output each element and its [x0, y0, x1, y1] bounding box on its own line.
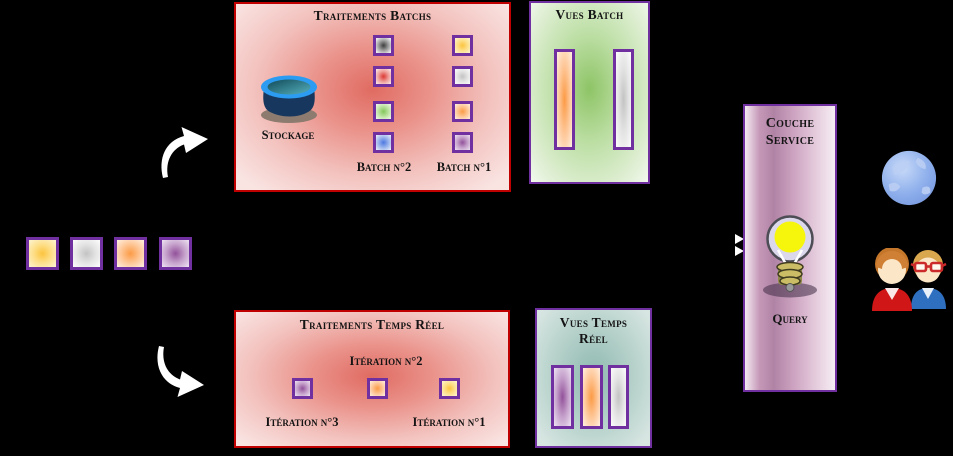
batch-view-bar-orange — [554, 49, 575, 150]
realtime-views-title: Vues Temps Réel — [537, 315, 650, 347]
service-title-line1: Couche — [765, 116, 815, 131]
realtime-view-bar-gray — [608, 365, 629, 429]
iteration2-square — [367, 378, 388, 399]
iteration3-square — [292, 378, 313, 399]
query-label: Query — [772, 311, 808, 326]
stream-square — [159, 237, 192, 270]
storage-label: Stockage — [261, 128, 315, 142]
batch2-square-blue — [373, 132, 394, 153]
realtime-processing-box: Traitements Temps Réel Itération n°2 Ité… — [234, 310, 510, 448]
batch-view-bar-gray — [613, 49, 634, 150]
realtime-views-box: Vues Temps Réel — [535, 308, 652, 448]
service-title-line2: Service — [765, 133, 815, 148]
iteration1-label: Itération n°1 — [412, 415, 486, 429]
batch1-label: Batch n°1 — [436, 160, 492, 174]
stream-square — [26, 237, 59, 270]
arrowhead-icon — [735, 234, 744, 244]
lightbulb-icon — [763, 215, 817, 298]
batch-box-title: Traitements Batchs — [313, 8, 432, 23]
curved-arrow-down-icon — [157, 346, 204, 397]
curved-arrow-up-icon — [161, 127, 208, 178]
batch2-square-red — [373, 66, 394, 87]
iteration3-label: Itération n°3 — [265, 415, 339, 429]
batch-processing-box: Traitements Batchs Stockage Batch n°2 Ba… — [234, 2, 511, 192]
arrowhead-icon — [735, 246, 744, 256]
batch-views-box: Vues Batch — [529, 1, 650, 184]
realtime-view-bar-orange — [580, 365, 603, 429]
batch2-square-gray — [373, 35, 394, 56]
users-icon — [872, 248, 947, 311]
batch2-square-green — [373, 101, 394, 122]
globe-icon — [881, 150, 937, 206]
batch2-label: Batch n°2 — [356, 160, 412, 174]
service-box-title: Couche Service — [745, 115, 835, 149]
stream-square — [70, 237, 103, 270]
realtime-views-title-line2: Réel — [579, 331, 608, 346]
batch-views-title: Vues Batch — [555, 7, 624, 22]
batch1-square-purple — [452, 132, 473, 153]
service-layer-box: Couche Service Query — [743, 104, 837, 392]
realtime-views-title-line1: Vues Temps — [559, 315, 628, 330]
iteration2-label: Itération n°2 — [349, 354, 423, 368]
realtime-box-title: Traitements Temps Réel — [299, 317, 445, 332]
batch1-square-white — [452, 66, 473, 87]
batch1-square-yellow — [452, 35, 473, 56]
realtime-view-bar-purple — [551, 365, 574, 429]
storage-cylinder-icon — [261, 75, 317, 123]
stream-square — [114, 237, 147, 270]
iteration1-square — [439, 378, 460, 399]
batch1-square-orange — [452, 101, 473, 122]
